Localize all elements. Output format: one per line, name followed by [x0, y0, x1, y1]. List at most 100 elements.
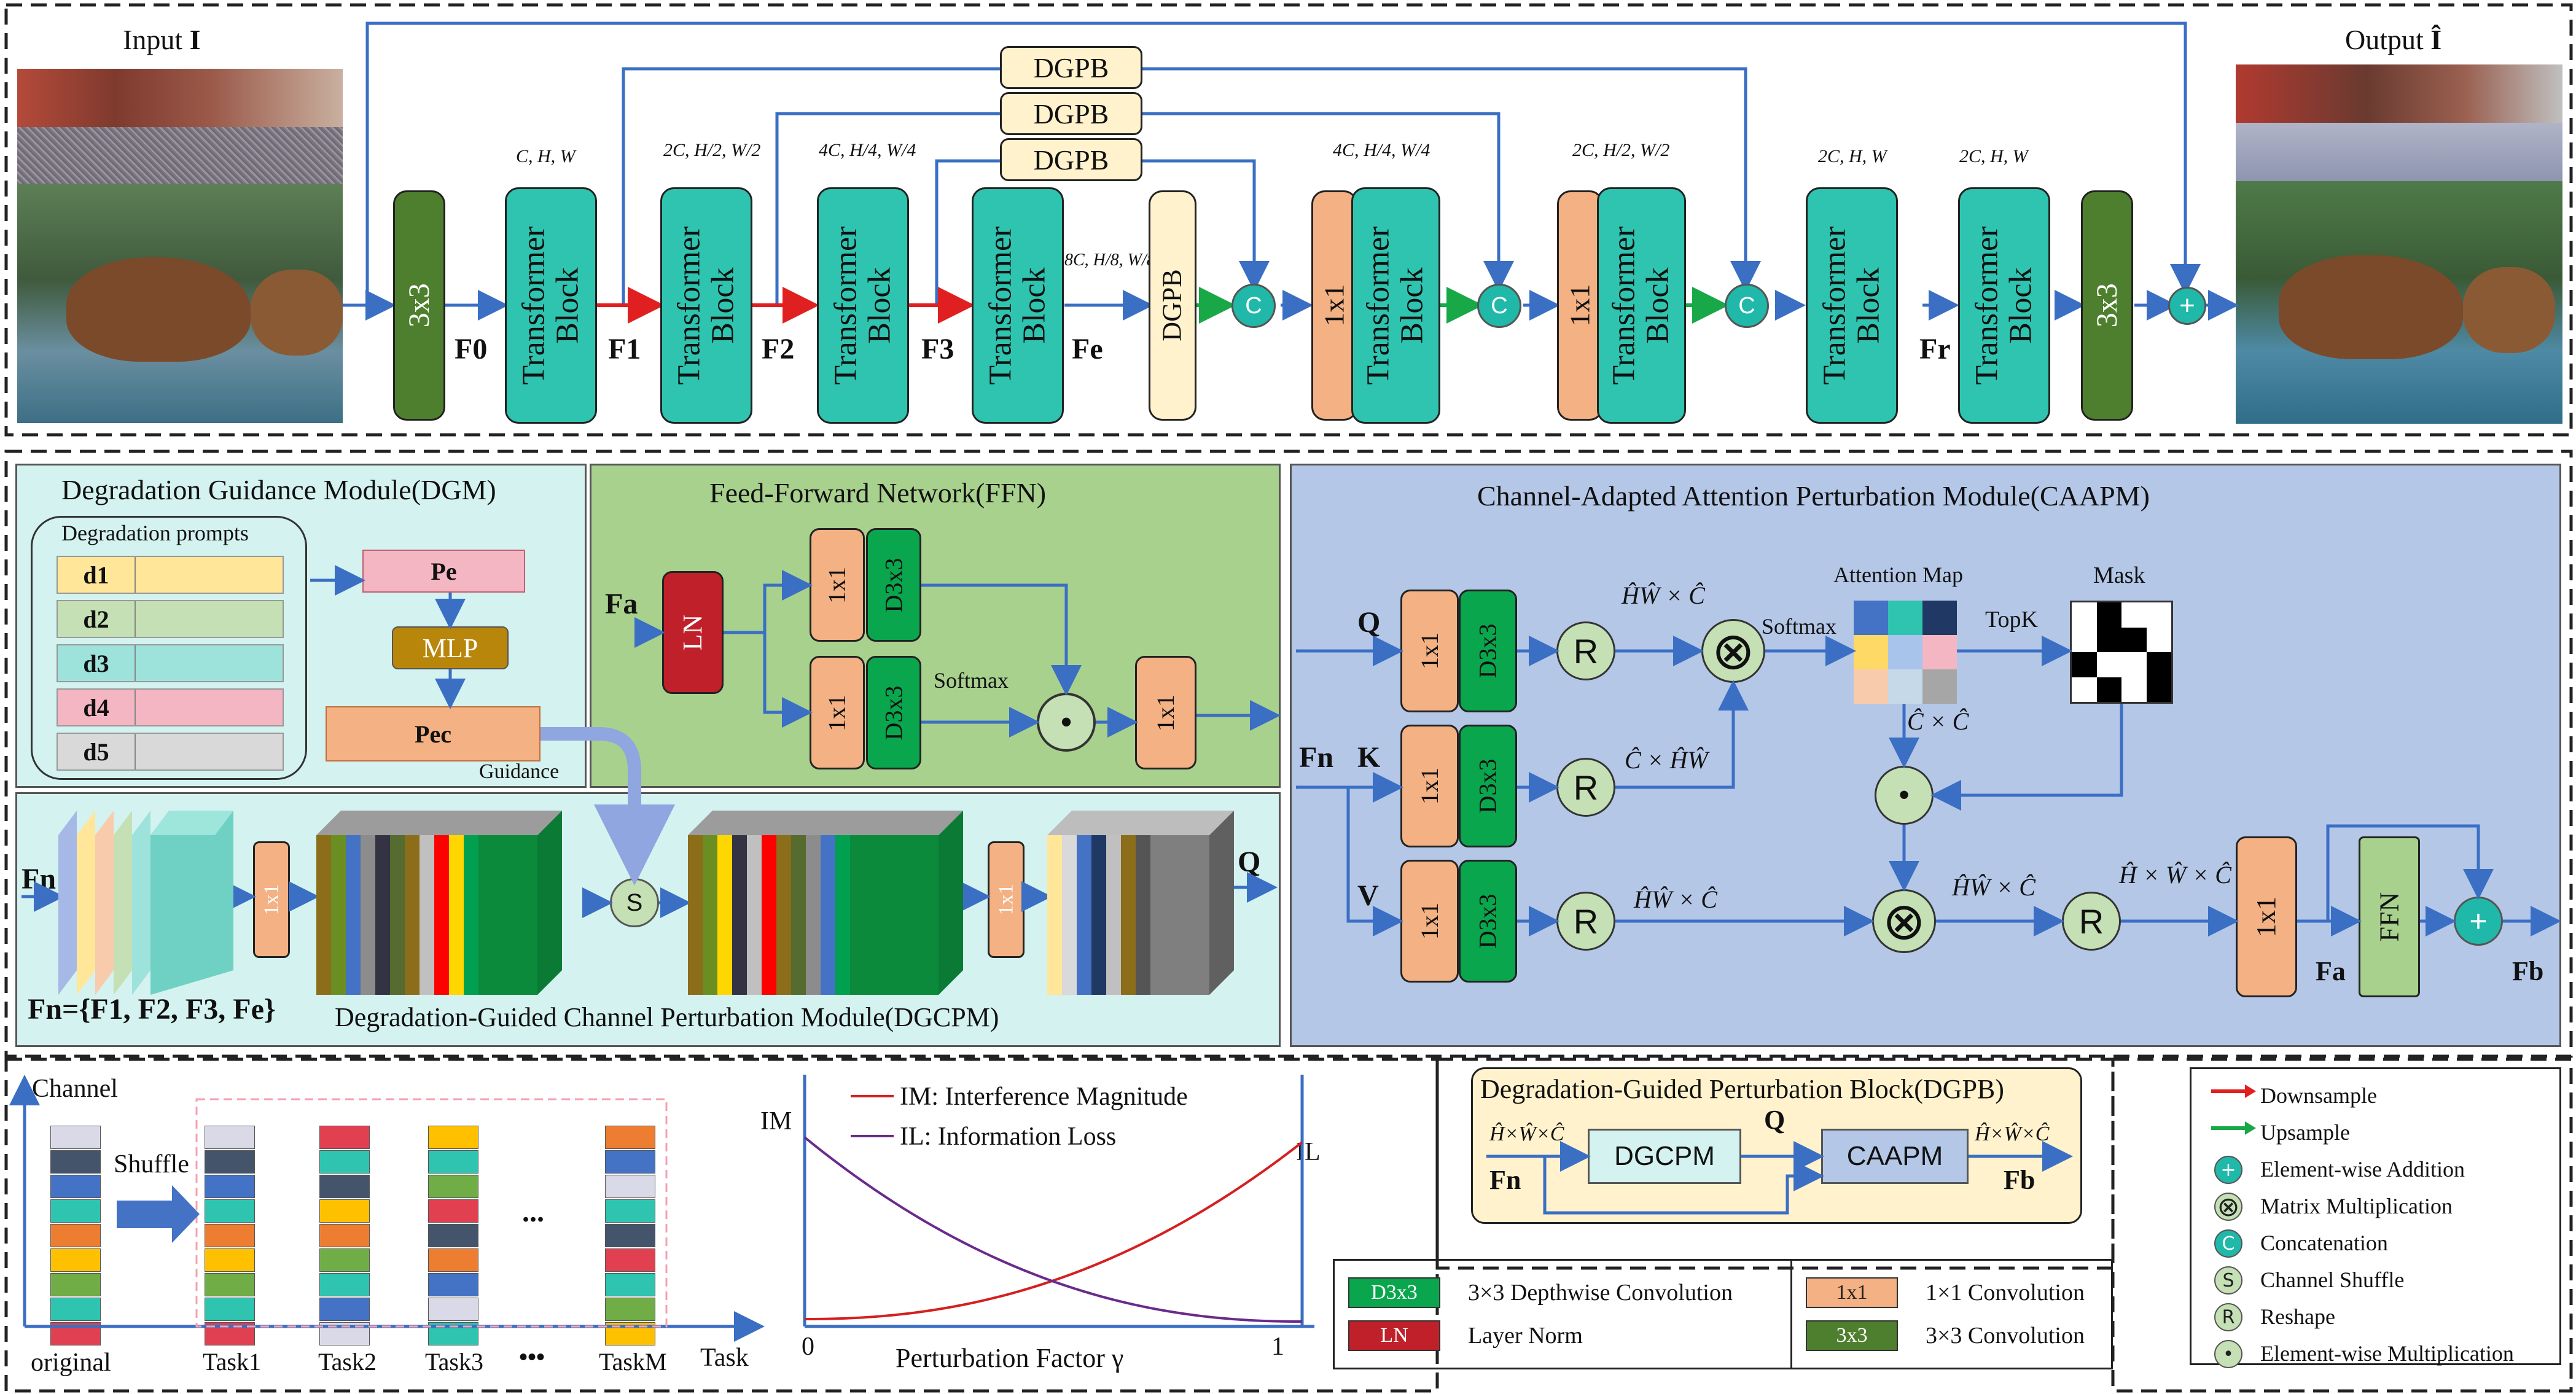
channel-cell	[605, 1298, 655, 1321]
dgpb-q: Q	[1764, 1105, 1786, 1135]
channel-stripe	[835, 835, 850, 995]
prompt-row: d1	[57, 556, 284, 594]
output-strip-2	[2236, 123, 2562, 181]
channel-stripe	[880, 835, 894, 995]
mask-cell	[2121, 677, 2147, 702]
channel-cell	[605, 1199, 655, 1223]
prompt-row: d5	[57, 733, 284, 771]
pec-box: Pec	[326, 706, 541, 761]
mask-cell	[2096, 652, 2121, 677]
output-image-bears	[2236, 181, 2562, 424]
mask-grid	[2070, 601, 2173, 704]
k-conv1x1: 1x1	[1400, 725, 1459, 847]
legend-conv-tag: 3x3	[1806, 1320, 1898, 1351]
pe-box: Pe	[362, 550, 525, 593]
label-c-c: Ĉ × Ĉ	[1907, 707, 1969, 735]
channel-stripe	[405, 835, 420, 995]
concat-icon-2: C	[1477, 284, 1521, 328]
legend-conv-text: Layer Norm	[1468, 1323, 1583, 1349]
channel-stripe	[762, 835, 776, 995]
channel-cell	[319, 1199, 370, 1223]
ffn-title: Feed-Forward Network(FFN)	[709, 477, 1047, 508]
channel-cell	[50, 1248, 101, 1272]
channel-cell	[319, 1298, 370, 1321]
channel-cell	[428, 1199, 478, 1223]
channel-stripe	[1077, 835, 1091, 995]
channel-stripe	[894, 835, 909, 995]
channel-cell	[205, 1224, 255, 1247]
caapm-fn: Fn	[1299, 741, 1334, 774]
channel-cell	[428, 1248, 478, 1272]
legend-conv-text: 3×3 Convolution	[1926, 1323, 2085, 1349]
attention-cell	[1888, 669, 1922, 704]
dgpb-branch-3: DGPB	[1000, 138, 1142, 181]
legend-symbol-text: Reshape	[2260, 1304, 2335, 1329]
attention-cell	[1922, 601, 1957, 635]
channel-cell	[205, 1298, 255, 1321]
channel-cell	[319, 1150, 370, 1174]
feature-f0: F0	[455, 333, 488, 365]
k-d3x3: D3x3	[1459, 725, 1517, 847]
dgm-title: Degradation Guidance Module(DGM)	[61, 474, 496, 505]
channel-stripe	[1062, 835, 1077, 995]
channel-stripe	[1150, 835, 1165, 995]
channel-stripe	[346, 835, 361, 995]
conv1x1-dec-2: 1x1	[1557, 190, 1603, 421]
il-curve	[803, 1136, 1303, 1323]
channel-stripe	[747, 835, 762, 995]
input-strip-2	[17, 127, 343, 184]
channel-label: Channel	[32, 1075, 118, 1103]
conv-legend-divider	[1790, 1259, 1792, 1369]
channel-cell	[205, 1150, 255, 1174]
attention-map-label: Attention Map	[1833, 563, 1963, 587]
transformer-block-2: Transformer Block	[660, 187, 752, 424]
legend-conv-tag: D3x3	[1348, 1277, 1440, 1308]
dgpb-block-top: DGPB	[1149, 190, 1196, 421]
dots-tasks: •••	[519, 1343, 545, 1371]
prompts-title: Degradation prompts	[61, 521, 249, 545]
task-label-m: TaskM	[599, 1348, 667, 1376]
channel-stripe	[688, 835, 703, 995]
dgpb-caapm-box: CAAPM	[1821, 1129, 1969, 1184]
channel-cell	[50, 1175, 101, 1198]
v-d3x3: D3x3	[1459, 860, 1517, 983]
shuffle-label: Shuffle	[114, 1150, 189, 1178]
prompt-row: d3	[57, 644, 284, 682]
input-label: Input I	[123, 24, 201, 55]
attention-map	[1854, 601, 1957, 704]
dgpb-dim-in: Ĥ×Ŵ×Ĉ	[1489, 1123, 1564, 1145]
channel-stripe	[478, 835, 493, 995]
dgcpm-set-label: Fn={F1, F2, F3, Fe}	[28, 993, 276, 1026]
label-hw-c-v: ĤŴ × Ĉ	[1634, 886, 1717, 913]
channel-cell	[50, 1150, 101, 1174]
dgpb-title: Degradation-Guided Perturbation Block(DG…	[1480, 1074, 2004, 1104]
caapm-k: K	[1357, 741, 1381, 774]
mask-label: Mask	[2093, 563, 2145, 588]
dim-6: 2C, H/2, W/2	[1572, 140, 1670, 160]
transformer-block-8: Transformer Block	[1958, 187, 2050, 424]
legend-symbol-icon: S	[2214, 1266, 2242, 1295]
channel-cell	[319, 1248, 370, 1272]
channel-stripe	[850, 835, 865, 995]
label-h-w-c: Ĥ × Ŵ × Ĉ	[2119, 861, 2231, 889]
mask-cell	[2146, 677, 2171, 702]
input-image-bears	[17, 184, 343, 423]
channel-stripe	[420, 835, 434, 995]
label-hw-c-out: ĤŴ × Ĉ	[1952, 873, 2035, 901]
legend-symbol-text: Element-wise Addition	[2260, 1157, 2465, 1182]
channel-stripe	[434, 835, 449, 995]
dim-4: 8C, H/8, W/8	[1064, 251, 1155, 270]
caapm-conv1x1-out: 1x1	[2236, 836, 2297, 997]
attention-cell	[1854, 601, 1888, 635]
caapm-fa: Fa	[2316, 956, 2346, 986]
legend-symbol-text: Upsample	[2260, 1120, 2350, 1145]
channel-stripe	[776, 835, 791, 995]
caapm-softmax: Softmax	[1762, 614, 1836, 639]
dgpb-branch-1: DGPB	[1000, 46, 1142, 89]
channel-stripe	[493, 835, 508, 995]
prompt-label: d4	[58, 690, 136, 725]
concat-icon-1: C	[1231, 284, 1276, 328]
channel-stripe	[1091, 835, 1106, 995]
channel-cell	[205, 1199, 255, 1223]
ffn-input: Fa	[605, 588, 638, 620]
